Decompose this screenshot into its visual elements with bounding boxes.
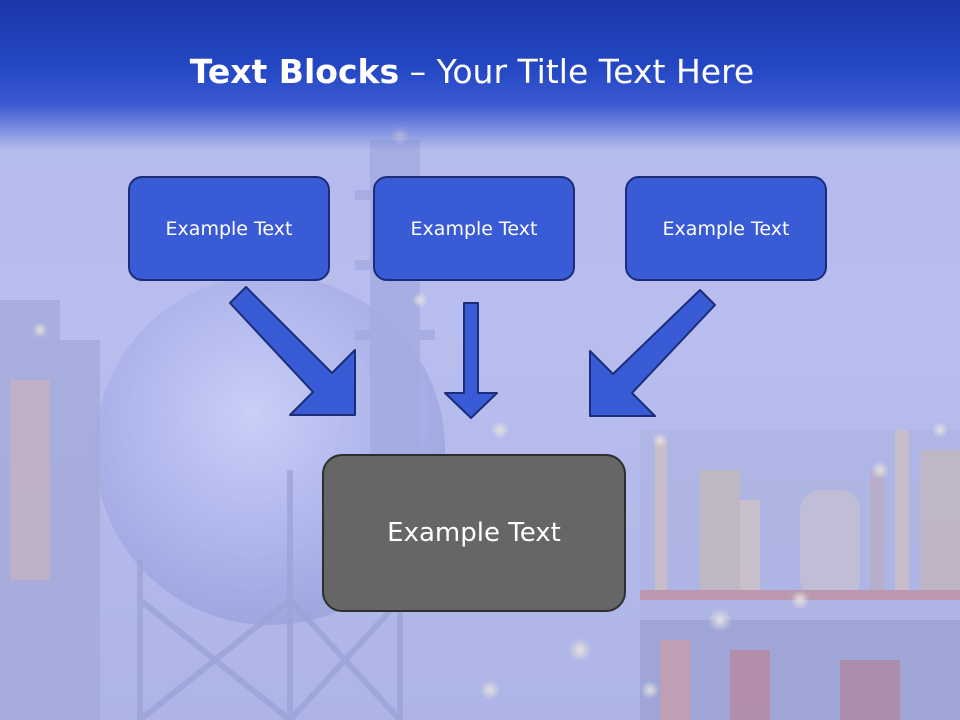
text-block-right-label: Example Text (662, 217, 790, 240)
arrow-right-icon (589, 289, 716, 417)
text-block-left-label: Example Text (165, 217, 293, 240)
title-dash: – (409, 52, 427, 91)
arrow-left-icon (229, 286, 356, 416)
slide-title: Text Blocks – Your Title Text Here (0, 52, 944, 91)
arrow-middle-icon (444, 302, 498, 419)
title-rest: Your Title Text Here (436, 52, 755, 91)
text-block-center-label: Example Text (387, 518, 561, 548)
text-block-middle[interactable]: Example Text (373, 176, 575, 281)
title-bold: Text Blocks (189, 52, 400, 91)
text-block-left[interactable]: Example Text (128, 176, 330, 281)
title-bar (0, 0, 960, 150)
text-block-center[interactable]: Example Text (322, 454, 626, 612)
text-block-right[interactable]: Example Text (625, 176, 827, 281)
text-block-middle-label: Example Text (410, 217, 538, 240)
